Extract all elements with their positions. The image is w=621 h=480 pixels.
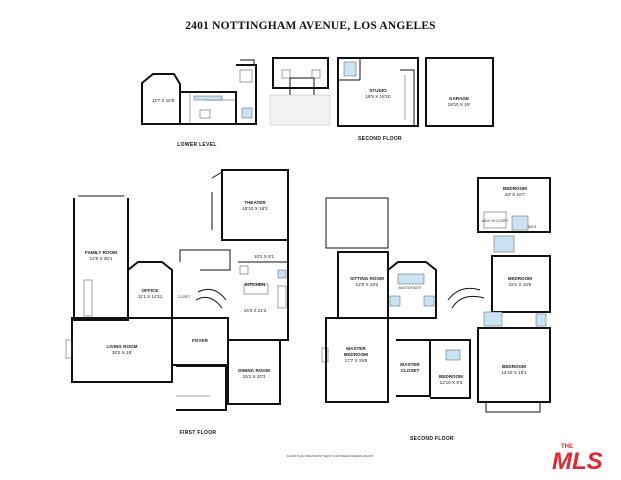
second-floor-plan: SITTING ROOM 12'5 X 19'2 MASTER BATH MAS… [321,177,551,442]
second-floor-label: SECOND FLOOR [410,436,454,442]
theater-label: THEATER [244,200,266,205]
office-dims: 11'1 X 14'11 [138,294,163,299]
lower-level-label: LOWER LEVEL [177,142,216,148]
bedroom-d-label: BEDROOM [502,364,526,369]
master-bedroom-label-1: MASTER [346,346,366,351]
foyer-label: FOYER [192,338,209,343]
office-label: OFFICE [142,288,159,293]
bath-label-a: BATH [528,225,537,229]
family-room-dims: 14'8 X 35'1 [90,256,113,261]
kitchen-nook-dims: 10'2 X 8'1 [254,254,275,259]
closet-label-first: CLOSET [178,295,191,299]
master-closet-label-1: MASTER [400,362,420,367]
garage-label: GARAGE [449,96,469,101]
first-floor-label: FIRST FLOOR [180,430,217,436]
bedroom-b-label: BEDROOM [508,276,532,281]
page-title: 2401 NOTTINGHAM AVENUE, LOS ANGELES [185,20,436,32]
studio-label: STUDIO [369,88,387,93]
bedroom-a-dims: 20' X 10'7 [505,192,526,197]
first-floor-plan: FAMILY ROOM 14'8 X 35'1 OFFICE 11'1 X 14… [65,169,289,436]
footer-credit: FLOOR PLAN CREATED BY WEST COASTMEDIA DE… [287,454,374,458]
mls-logo: THE MLS [548,438,612,475]
master-bedroom-dims: 17'7 X 19'8 [345,358,368,363]
lower-room-dims: 11'7 X 10'8 [152,98,175,103]
walk-in-closet-label: WALK-IN CLOSET [482,219,509,223]
master-closet-label-2: CLOSET [401,368,420,373]
bedroom-c-dims: 12'10 X 9'3 [440,380,463,385]
master-bath-label: MASTER BATH [399,286,422,290]
dining-room-dims: 15'2 X 20'3 [243,374,266,379]
lower-level-plan: 11'7 X 10'8 LOWER LEVEL [141,59,257,148]
master-bedroom-label-2: BEDROOM [344,352,368,357]
sitting-room-dims: 12'5 X 19'2 [356,282,379,287]
mls-logo-mark: THE MLS [552,444,603,475]
sitting-room-label: SITTING ROOM [350,276,384,281]
second-floor-top-plan: STUDIO 19'5 X 18'10 GARAGE 18'10 X 19' S… [269,57,494,142]
garage-dims: 18'10 X 19' [448,102,471,107]
dining-room-label: DINING ROOM [238,368,270,373]
living-room-label: LIVING ROOM [107,344,138,349]
kitchen-label: KITCHEN [245,282,266,287]
studio-dims: 19'5 X 18'10 [365,94,391,99]
kitchen-dims: 16'3 X 21'3 [244,308,267,313]
bedroom-d-dims: 14'10 X 15'1 [501,370,527,375]
bedroom-a-label: BEDROOM [503,186,527,191]
living-room-dims: 30'2 X 18' [112,350,132,355]
mls-logo-brand: MLS [552,448,603,472]
bedroom-b-dims: 15'1 X 15'5 [509,282,532,287]
family-room-label: FAMILY ROOM [85,250,117,255]
theater-dims: 18'10 X 18'3 [242,206,268,211]
bedroom-c-label: BEDROOM [439,374,463,379]
mls-logo-prefix: THE [561,444,573,450]
second-floor-top-label: SECOND FLOOR [358,136,402,142]
